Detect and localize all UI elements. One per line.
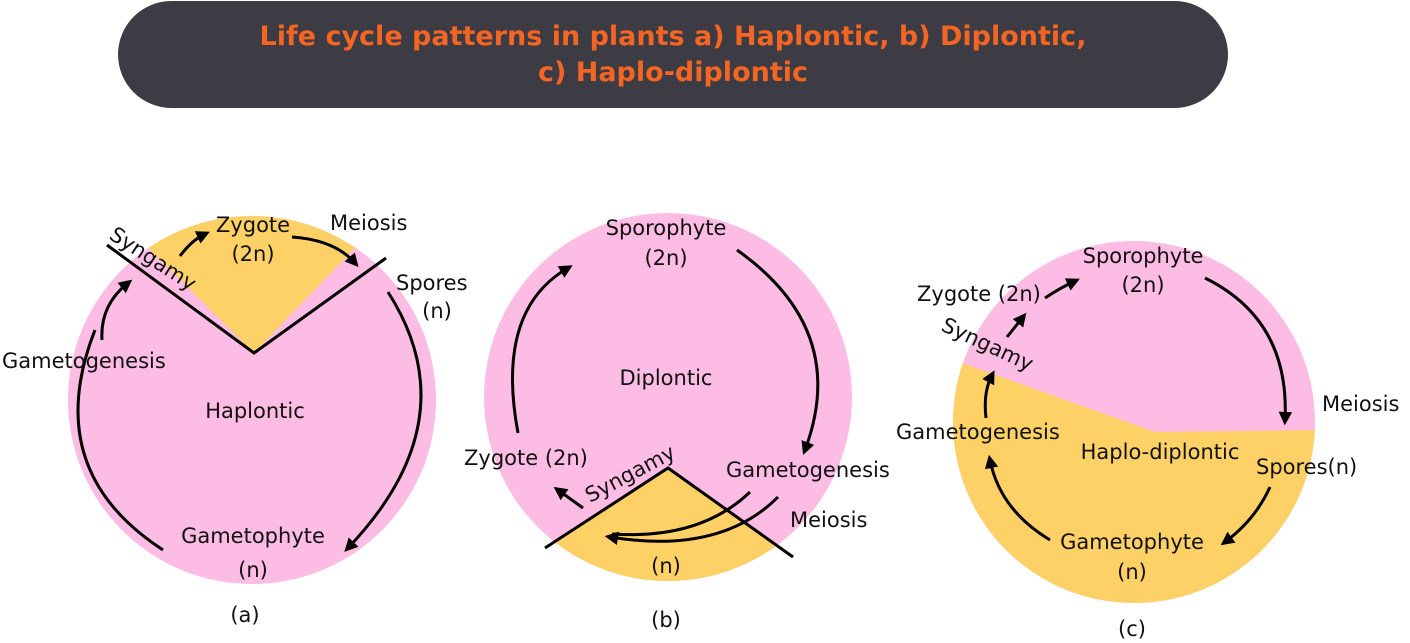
label-haplontic: Haplontic [205, 399, 305, 423]
gametogenesis-arrow [100, 279, 133, 341]
label-sporophyte: Sporophyte [606, 216, 727, 240]
label-zygote: Zygote [216, 213, 290, 237]
growth-arrow [736, 248, 820, 456]
label-meiosis: Meiosis [330, 211, 407, 235]
label-gametophyte-ploidy: (n) [238, 558, 268, 582]
label-gametogenesis: Gametogenesis [2, 349, 166, 373]
label-spores: Spores [396, 271, 468, 295]
caption-b: (b) [651, 608, 681, 632]
label-gametophyte: Gametophyte [181, 524, 325, 548]
syngamy-arrow [178, 231, 210, 257]
syngamy-arrow [1005, 312, 1027, 338]
spore-development-arrow [1220, 486, 1272, 546]
haplo-diplontic-diagram: Sporophyte (2n) Zygote (2n) Syngamy Meio… [896, 241, 1399, 641]
meiosis-arrow [1204, 276, 1293, 426]
label-gametophyte: Gametophyte [1060, 530, 1204, 554]
label-gametogenesis: Gametogenesis [896, 420, 1060, 444]
label-spores: Spores(n) [1256, 455, 1357, 479]
haploid-phase-area [68, 216, 436, 584]
label-haplo-diplontic: Haplo-diplontic [1081, 440, 1240, 464]
label-zygote: Zygote (2n) [464, 446, 588, 470]
meiosis-arrow-2 [604, 495, 780, 545]
syngamy-arrow [553, 486, 584, 510]
haplontic-diagram: Syngamy Zygote (2n) Meiosis Spores (n) G… [2, 211, 468, 627]
label-sporophyte-ploidy: (2n) [1121, 273, 1164, 297]
haploid-phase-area [500, 468, 840, 581]
title-banner: Life cycle patterns in plants a) Haplont… [118, 1, 1228, 108]
gametophyte-arrow [984, 454, 1051, 542]
caption-a: (a) [230, 603, 259, 627]
label-spores-ploidy: (n) [422, 299, 452, 323]
zygote-development-arrow [511, 265, 573, 434]
title-line-2: c) Haplo-diplontic [538, 56, 808, 88]
label-diplontic: Diplontic [620, 366, 713, 390]
diploid-phase-area [484, 213, 852, 581]
label-sporophyte-ploidy: (2n) [644, 246, 687, 270]
label-gametophyte-ploidy: (n) [1117, 560, 1147, 584]
zygote-development-arrow [1044, 278, 1080, 300]
label-sporophyte: Sporophyte [1083, 244, 1204, 268]
diplontic-diagram: Sporophyte (2n) Diplontic Zygote (2n) Sy… [464, 213, 890, 632]
haploid-phase-area [953, 355, 1315, 603]
meiosis-arrow [291, 235, 359, 268]
caption-c: (c) [1118, 617, 1146, 641]
label-gametogenesis: Gametogenesis [726, 458, 890, 482]
gametophyte-arrow [76, 329, 164, 552]
meiosis-arrow-1 [611, 490, 752, 537]
label-zygote-ploidy: (2n) [231, 242, 274, 266]
label-haploid: (n) [651, 554, 681, 578]
spore-development-arrow [344, 291, 423, 552]
label-meiosis: Meiosis [1322, 392, 1399, 416]
gametogenesis-arrow [982, 370, 995, 419]
title-line-1: Life cycle patterns in plants a) Haplont… [259, 20, 1087, 52]
label-zygote: Zygote (2n) [917, 282, 1041, 306]
label-meiosis: Meiosis [790, 508, 867, 532]
